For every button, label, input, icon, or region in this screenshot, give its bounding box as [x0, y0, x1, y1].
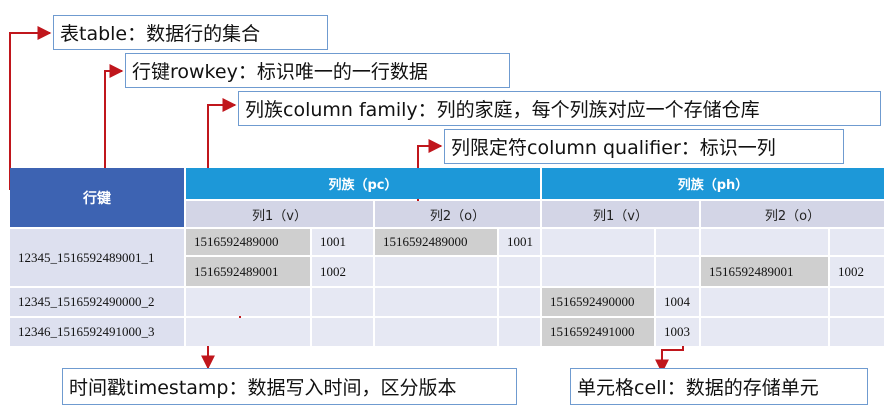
empty-cell	[499, 288, 540, 316]
callout-timestamp: 时间戳timestamp：数据写入时间，区分版本	[62, 368, 517, 405]
empty-cell	[186, 288, 310, 316]
column-header-pc-v: 列1（v）	[186, 201, 373, 227]
empty-cell	[375, 257, 497, 286]
family-header-ph: 列族（ph）	[542, 168, 884, 199]
empty-cell	[542, 257, 654, 286]
rowkey-header: 行键	[10, 168, 184, 227]
empty-cell	[312, 288, 373, 316]
empty-cell	[542, 229, 654, 255]
callout-rowkey: 行键rowkey：标识唯一的一行数据	[125, 53, 510, 88]
timestamp-cell: 1516592491000	[542, 318, 654, 346]
timestamp-cell: 1516592489000	[186, 229, 310, 255]
callout-column-family: 列族column family：列的家庭，每个列族对应一个存储仓库	[238, 91, 881, 126]
empty-cell	[701, 229, 828, 255]
row-key: 12346_1516592491000_3	[10, 318, 184, 346]
value-cell: 1001	[499, 229, 540, 255]
empty-cell	[186, 318, 310, 346]
empty-cell	[499, 257, 540, 286]
timestamp-cell: 1516592490000	[542, 288, 654, 316]
arrow-table	[9, 26, 52, 190]
column-header-pc-o: 列2（o）	[375, 201, 540, 227]
timestamp-cell: 1516592489001	[701, 257, 828, 286]
empty-cell	[830, 318, 884, 346]
empty-cell	[375, 288, 497, 316]
timestamp-cell: 1516592489001	[186, 257, 310, 286]
empty-cell	[656, 229, 699, 255]
empty-cell	[656, 257, 699, 286]
empty-cell	[701, 288, 828, 316]
arrow-rowkey	[104, 64, 124, 190]
timestamp-cell: 1516592489000	[375, 229, 497, 255]
value-cell: 1002	[312, 257, 373, 286]
value-cell: 1002	[830, 257, 884, 286]
empty-cell	[312, 318, 373, 346]
value-cell: 1003	[656, 318, 699, 346]
value-cell: 1001	[312, 229, 373, 255]
callout-column-qualifier: 列限定符column qualifier：标识一列	[444, 129, 844, 164]
callout-table: 表table：数据行的集合	[53, 15, 328, 50]
column-header-ph-v: 列1（v）	[542, 201, 699, 227]
row-key: 12345_1516592490000_2	[10, 288, 184, 316]
empty-cell	[830, 229, 884, 255]
row-key: 12345_1516592489001_1	[10, 229, 184, 286]
empty-cell	[830, 288, 884, 316]
empty-cell	[701, 318, 828, 346]
callout-cell: 单元格cell：数据的存储单元	[570, 368, 868, 405]
arrow-family	[207, 98, 237, 172]
empty-cell	[375, 318, 497, 346]
family-header-pc: 列族（pc）	[186, 168, 540, 199]
empty-cell	[499, 318, 540, 346]
column-header-ph-o: 列2（o）	[701, 201, 884, 227]
value-cell: 1004	[656, 288, 699, 316]
